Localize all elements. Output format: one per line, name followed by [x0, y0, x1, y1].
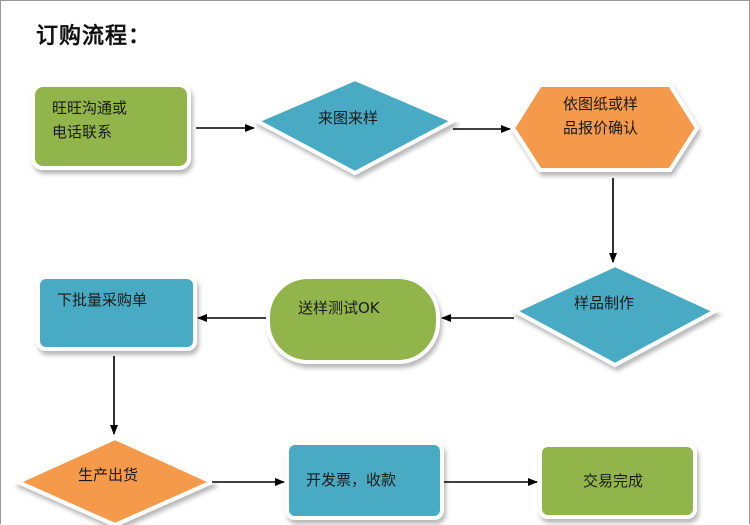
node-order [36, 275, 197, 351]
node-sample-in [252, 76, 458, 176]
node-done [538, 443, 697, 519]
node-done-label: 交易完成 [583, 472, 644, 490]
node-ship-label: 生产出货 [78, 466, 139, 484]
node-invoice-label: 开发票，收款 [306, 471, 397, 489]
node-test-ok-label: 送样测试OK [298, 299, 380, 317]
node-quote-line2: 品报价确认 [563, 119, 639, 137]
node-contact-line1: 旺旺沟通或 [52, 99, 128, 117]
node-make-sample-label: 样品制作 [574, 294, 635, 312]
node-sample-in-label: 来图来样 [318, 109, 379, 127]
node-quote-line1: 依图纸或样 [563, 95, 639, 113]
node-contact-line2: 电话联系 [52, 123, 113, 141]
node-contact [31, 83, 191, 170]
node-make-sample [510, 262, 720, 368]
node-invoice [285, 441, 444, 520]
node-contact-label: 旺旺沟通或 电话联系 [52, 96, 127, 144]
node-test-ok [266, 275, 440, 364]
node-quote [510, 83, 700, 172]
page-title: 订购流程： [36, 24, 152, 49]
node-order-label: 下批量采购单 [57, 291, 148, 309]
node-quote-label: 依图纸或样 品报价确认 [563, 92, 638, 140]
